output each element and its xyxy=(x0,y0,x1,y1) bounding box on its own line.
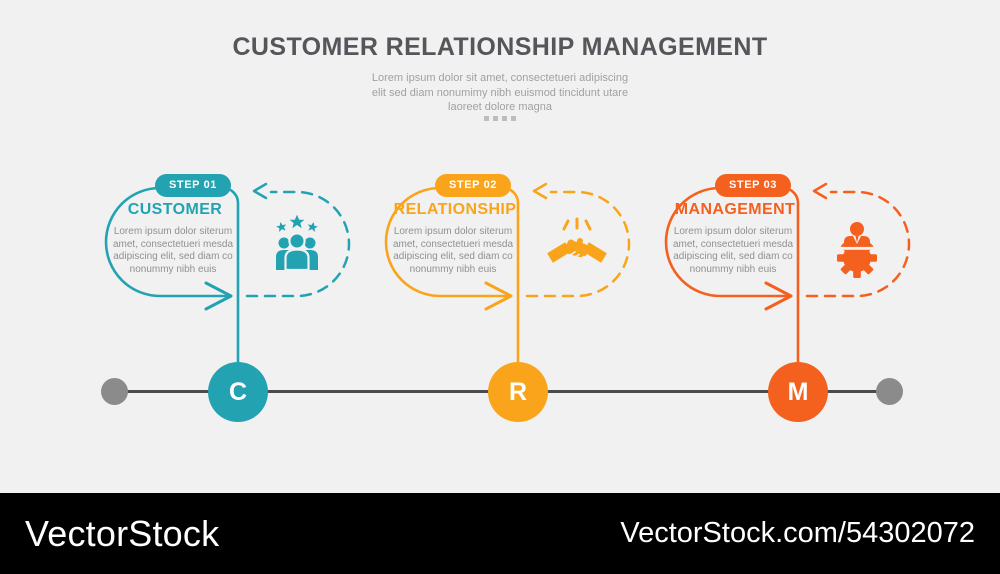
watermark-bar: VectorStock VectorStock.com/54302072 xyxy=(0,493,1000,574)
letter-badge: M xyxy=(768,362,828,422)
step3-artwork xyxy=(664,174,911,392)
description-line: amet, consectetueri mesda xyxy=(112,238,234,250)
watermark-brand: VectorStock xyxy=(25,513,220,554)
square-dot xyxy=(493,116,498,121)
letter-badge: R xyxy=(488,362,548,422)
dashed-loop-arrow xyxy=(245,190,351,298)
arrow-right-icon xyxy=(484,281,513,311)
description-line: Lorem ipsum dolor siterum xyxy=(673,226,793,237)
arrow-right-icon xyxy=(764,281,793,311)
description-line: nonummy nibh euis xyxy=(409,263,497,275)
step-label: STEP 02 xyxy=(448,179,498,191)
dashed-arrow-head-icon xyxy=(532,182,548,200)
step-pill xyxy=(435,174,511,197)
page-title: CUSTOMER RELATIONSHIP MANAGEMENT xyxy=(232,33,768,61)
description-line: adipiscing elit, sed diam co xyxy=(673,251,793,262)
decorative-squares xyxy=(0,116,1000,121)
step-pill xyxy=(155,174,231,197)
timeline-endpoint-right xyxy=(876,378,903,405)
step-label: STEP 01 xyxy=(168,179,218,191)
description-line: amet, consectetueri mesda xyxy=(392,238,514,250)
dashed-arrow-head-icon xyxy=(252,182,268,200)
dashed-loop-arrow xyxy=(805,190,911,298)
step-description: Lorem ipsum dolor siterum amet, consecte… xyxy=(103,226,243,276)
description-line: nonummy nibh euis xyxy=(689,263,777,275)
step-description: Lorem ipsum dolor siterum amet, consecte… xyxy=(663,226,803,276)
step-unit-customer: STEP 01 CUSTOMER Lorem ipsum dolor siter… xyxy=(85,160,365,430)
watermark-url: VectorStock.com/54302072 xyxy=(620,517,975,549)
customers-group-icon xyxy=(275,214,319,272)
description-line: adipiscing elit, sed diam co xyxy=(113,251,233,262)
letter-badge: C xyxy=(208,362,268,422)
square-dot xyxy=(484,116,489,121)
manager-gear-icon xyxy=(837,222,877,278)
step-title: CUSTOMER xyxy=(127,201,223,218)
subtitle-line: Lorem ipsum dolor sit amet, consectetuer… xyxy=(371,72,629,84)
description-line: adipiscing elit, sed diam co xyxy=(393,251,513,262)
subtitle-line: laoreet dolore magna xyxy=(448,101,552,113)
description-line: Lorem ipsum dolor siterum xyxy=(393,226,513,237)
step-title: RELATIONSHIP xyxy=(393,201,517,218)
description-line: nonummy nibh euis xyxy=(129,263,217,275)
arrow-right-icon xyxy=(204,281,233,311)
description-line: Lorem ipsum dolor siterum xyxy=(113,226,233,237)
step-pill xyxy=(715,174,791,197)
page-subtitle: Lorem ipsum dolor sit amet, consectetuer… xyxy=(0,71,1000,115)
step-label: STEP 03 xyxy=(728,179,778,191)
step-title: MANAGEMENT xyxy=(674,201,796,218)
dashed-loop-arrow xyxy=(525,190,631,298)
square-dot xyxy=(511,116,516,121)
step-unit-relationship: STEP 02 RELATIONSHIP Lorem ipsum dolor s… xyxy=(365,160,645,430)
timeline-endpoint-left xyxy=(101,378,128,405)
square-dot xyxy=(502,116,507,121)
handshake-icon xyxy=(547,217,607,263)
dashed-arrow-head-icon xyxy=(812,182,828,200)
step1-artwork xyxy=(104,174,351,392)
subtitle-line: elit sed diam nonumimy nibh euismod tinc… xyxy=(371,86,629,99)
step2-artwork xyxy=(384,174,631,392)
step-unit-management: STEP 03 MANAGEMENT Lorem ipsum dolor sit… xyxy=(645,160,925,430)
description-line: amet, consectetueri mesda xyxy=(672,238,794,250)
step-description: Lorem ipsum dolor siterum amet, consecte… xyxy=(383,226,523,276)
